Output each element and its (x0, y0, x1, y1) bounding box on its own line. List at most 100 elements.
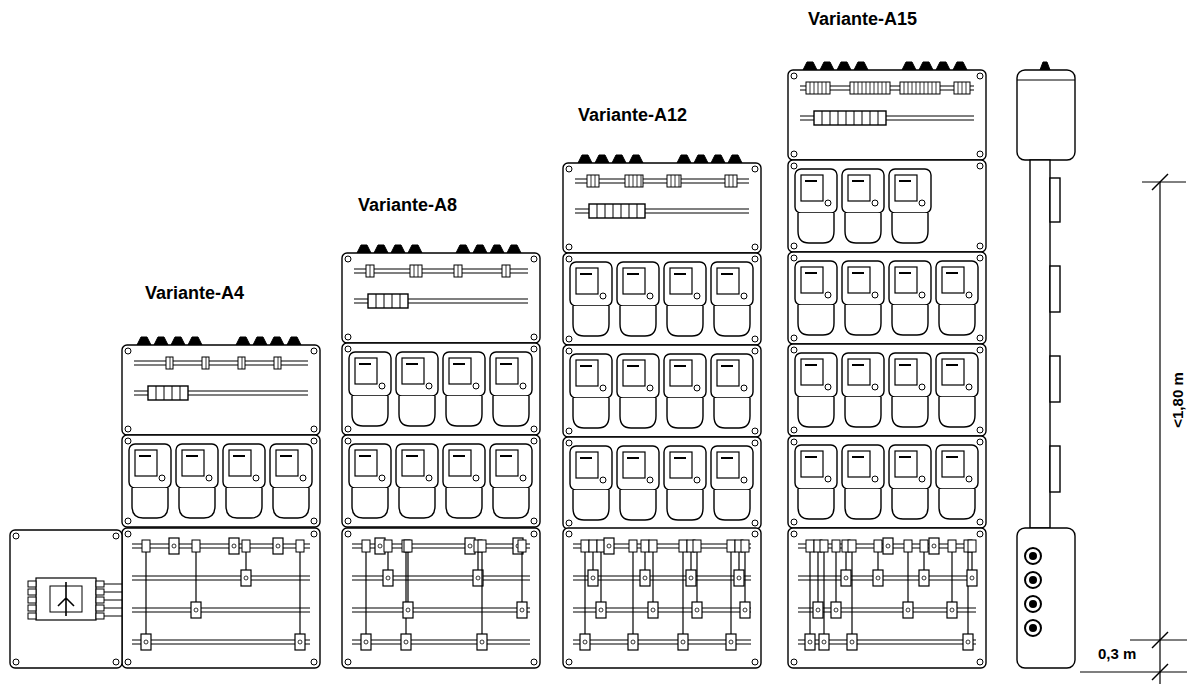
corner-screw (345, 256, 351, 262)
corner-screw (791, 151, 797, 157)
terminal-block (850, 82, 890, 94)
corner-screw (566, 659, 572, 665)
corner-screw (752, 244, 758, 250)
meter-knob (872, 292, 878, 298)
meter-window (402, 358, 424, 384)
cabinet-section (788, 528, 986, 668)
fuse-holder (141, 634, 151, 650)
cable-gland (357, 245, 371, 253)
meter-housing (349, 352, 391, 396)
meter-window (576, 268, 598, 294)
connector-terminal (96, 589, 104, 595)
clamp (649, 540, 657, 552)
fuse-holder (241, 570, 251, 586)
meter-display (674, 457, 686, 459)
meter-terminal-cover (714, 306, 750, 336)
fuse-holder (648, 602, 658, 618)
dimension (1080, 174, 1187, 684)
fuse-holder (967, 570, 977, 586)
corner-screw (977, 347, 983, 353)
meter-display (627, 365, 639, 367)
cable-gland (408, 245, 422, 253)
terminal-divider (830, 111, 831, 125)
clamp (296, 540, 304, 552)
cabinet-section (342, 528, 540, 668)
rail-line (798, 579, 976, 580)
fuse-contact (932, 544, 936, 548)
cabinet (788, 62, 986, 668)
terminal-divider (916, 82, 917, 94)
meter-terminal-cover (273, 488, 309, 518)
fuse-contact (966, 640, 970, 644)
meter-housing (711, 354, 753, 398)
terminal-divider (858, 82, 859, 94)
fuse-contact (737, 576, 741, 580)
terminal-divider (854, 82, 855, 94)
fuse-holder (847, 634, 857, 650)
meter-knob (694, 477, 700, 483)
fuse-holder (734, 570, 744, 586)
wire (600, 546, 601, 610)
corner-screw (531, 531, 537, 537)
meter-housing (889, 445, 931, 489)
corner-screw (791, 73, 797, 79)
cable-gland (629, 155, 643, 163)
cable-gland (919, 62, 933, 70)
cable-gland (374, 245, 388, 253)
meter-housing (443, 352, 485, 396)
extension-line (1142, 182, 1186, 183)
connector-symbol (58, 582, 74, 616)
dimension-tick (1152, 664, 1168, 680)
wire (809, 546, 810, 642)
corner-screw (345, 438, 351, 444)
corner-screw (345, 346, 351, 352)
fuse-contact (743, 608, 747, 612)
corner-screw (125, 438, 131, 444)
fuse-contact (194, 608, 198, 612)
fuse-contact (232, 544, 236, 548)
corner-screw (125, 348, 131, 354)
terminal-divider (629, 175, 630, 187)
terminal-divider (826, 82, 827, 94)
meter-knob (159, 475, 165, 481)
clamp (478, 540, 486, 552)
terminal-block (410, 265, 422, 277)
meter-terminal-cover (132, 488, 168, 518)
terminal-block (166, 357, 173, 369)
meter-terminal-cover (845, 489, 881, 519)
terminal-divider (866, 82, 867, 94)
meter-knob (872, 200, 878, 206)
meter-window (848, 175, 870, 201)
wire (696, 546, 697, 610)
fuse-holder (813, 602, 823, 618)
rail-line (132, 575, 310, 576)
meter-display (674, 365, 686, 367)
meter-display (580, 457, 592, 459)
terminal-divider (920, 82, 921, 94)
clamp (518, 540, 526, 552)
fuse-contact (476, 576, 480, 580)
meter-terminal-cover (798, 305, 834, 335)
fuse-contact (406, 608, 410, 612)
meter-terminal-cover (939, 305, 975, 335)
cabinet-section (788, 436, 986, 528)
fuse-contact (695, 608, 699, 612)
clamp (581, 540, 589, 552)
terminal-divider (729, 175, 730, 187)
meter-knob (825, 292, 831, 298)
fuse-contact (480, 640, 484, 644)
cabinet (563, 155, 761, 668)
wire (835, 546, 836, 610)
fuse-contact (729, 640, 733, 644)
meter-terminal-cover (620, 306, 656, 336)
fuse-contact (364, 640, 368, 644)
meter-knob (741, 293, 747, 299)
meter-display (139, 455, 151, 457)
meter-window (355, 450, 377, 476)
fuse-contact (404, 640, 408, 644)
meter-knob (919, 200, 925, 206)
terminal-divider (810, 82, 811, 94)
fuse-holder (947, 602, 957, 618)
corner-screw (113, 659, 119, 665)
